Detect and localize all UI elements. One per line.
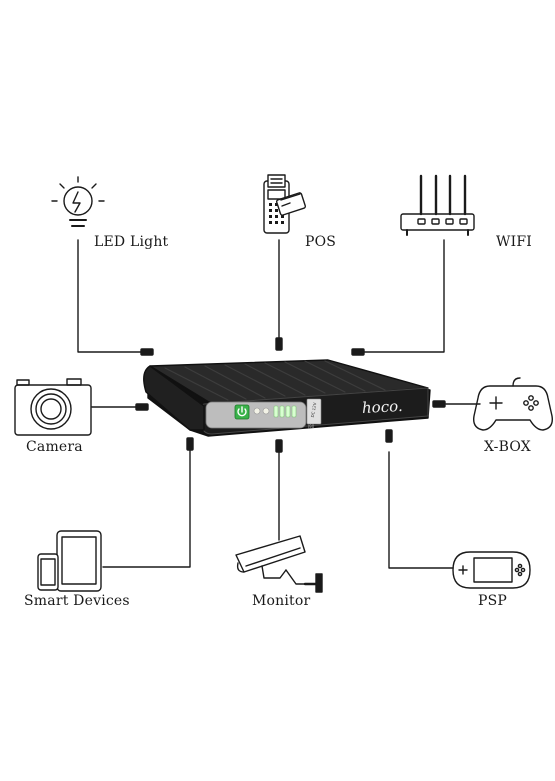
label-camera: Camera [26,439,83,455]
device-light-panel [205,401,307,429]
game-controller-icon [473,377,553,431]
status-light-1 [253,407,261,415]
mini-ups-device [143,359,431,437]
label-led-light: LED Light [94,234,169,250]
pos-terminal-icon [263,174,307,234]
status-light-2 [262,407,270,415]
plug-camera [135,403,149,411]
label-psp: PSP [478,593,508,609]
label-pos: POS [305,234,337,250]
label-wifi: WIFI [496,234,532,250]
plug-smart-devices [186,437,194,451]
plug-psp [385,429,393,443]
cctv-camera-icon [235,535,323,593]
psp-icon [452,551,531,589]
smart-devices-icon [37,530,102,592]
device-ribs [164,360,386,401]
line-smart-devices [102,449,191,568]
output-label-strip [306,398,322,425]
device-left-end [143,365,205,431]
line-led-light [77,239,144,353]
cable-plugs [135,337,446,453]
plug-led-light [140,348,154,356]
battery-level-icon [273,405,297,418]
wifi-router-icon [400,174,475,236]
line-psp [388,451,454,569]
plug-pos [275,337,283,351]
line-wifi [361,239,445,353]
label-monitor: Monitor [252,593,311,609]
plug-xbox [432,400,446,408]
label-smart-devices: Smart Devices [24,593,130,609]
plug-monitor [275,439,283,453]
connection-lines [77,239,481,569]
model-label: J90 [308,424,315,429]
camera-icon [14,378,92,436]
led-light-bulb-icon [51,176,105,227]
label-xbox: X-BOX [484,439,531,455]
brand-logo: hoco. [361,396,404,418]
plug-wifi [351,348,365,356]
